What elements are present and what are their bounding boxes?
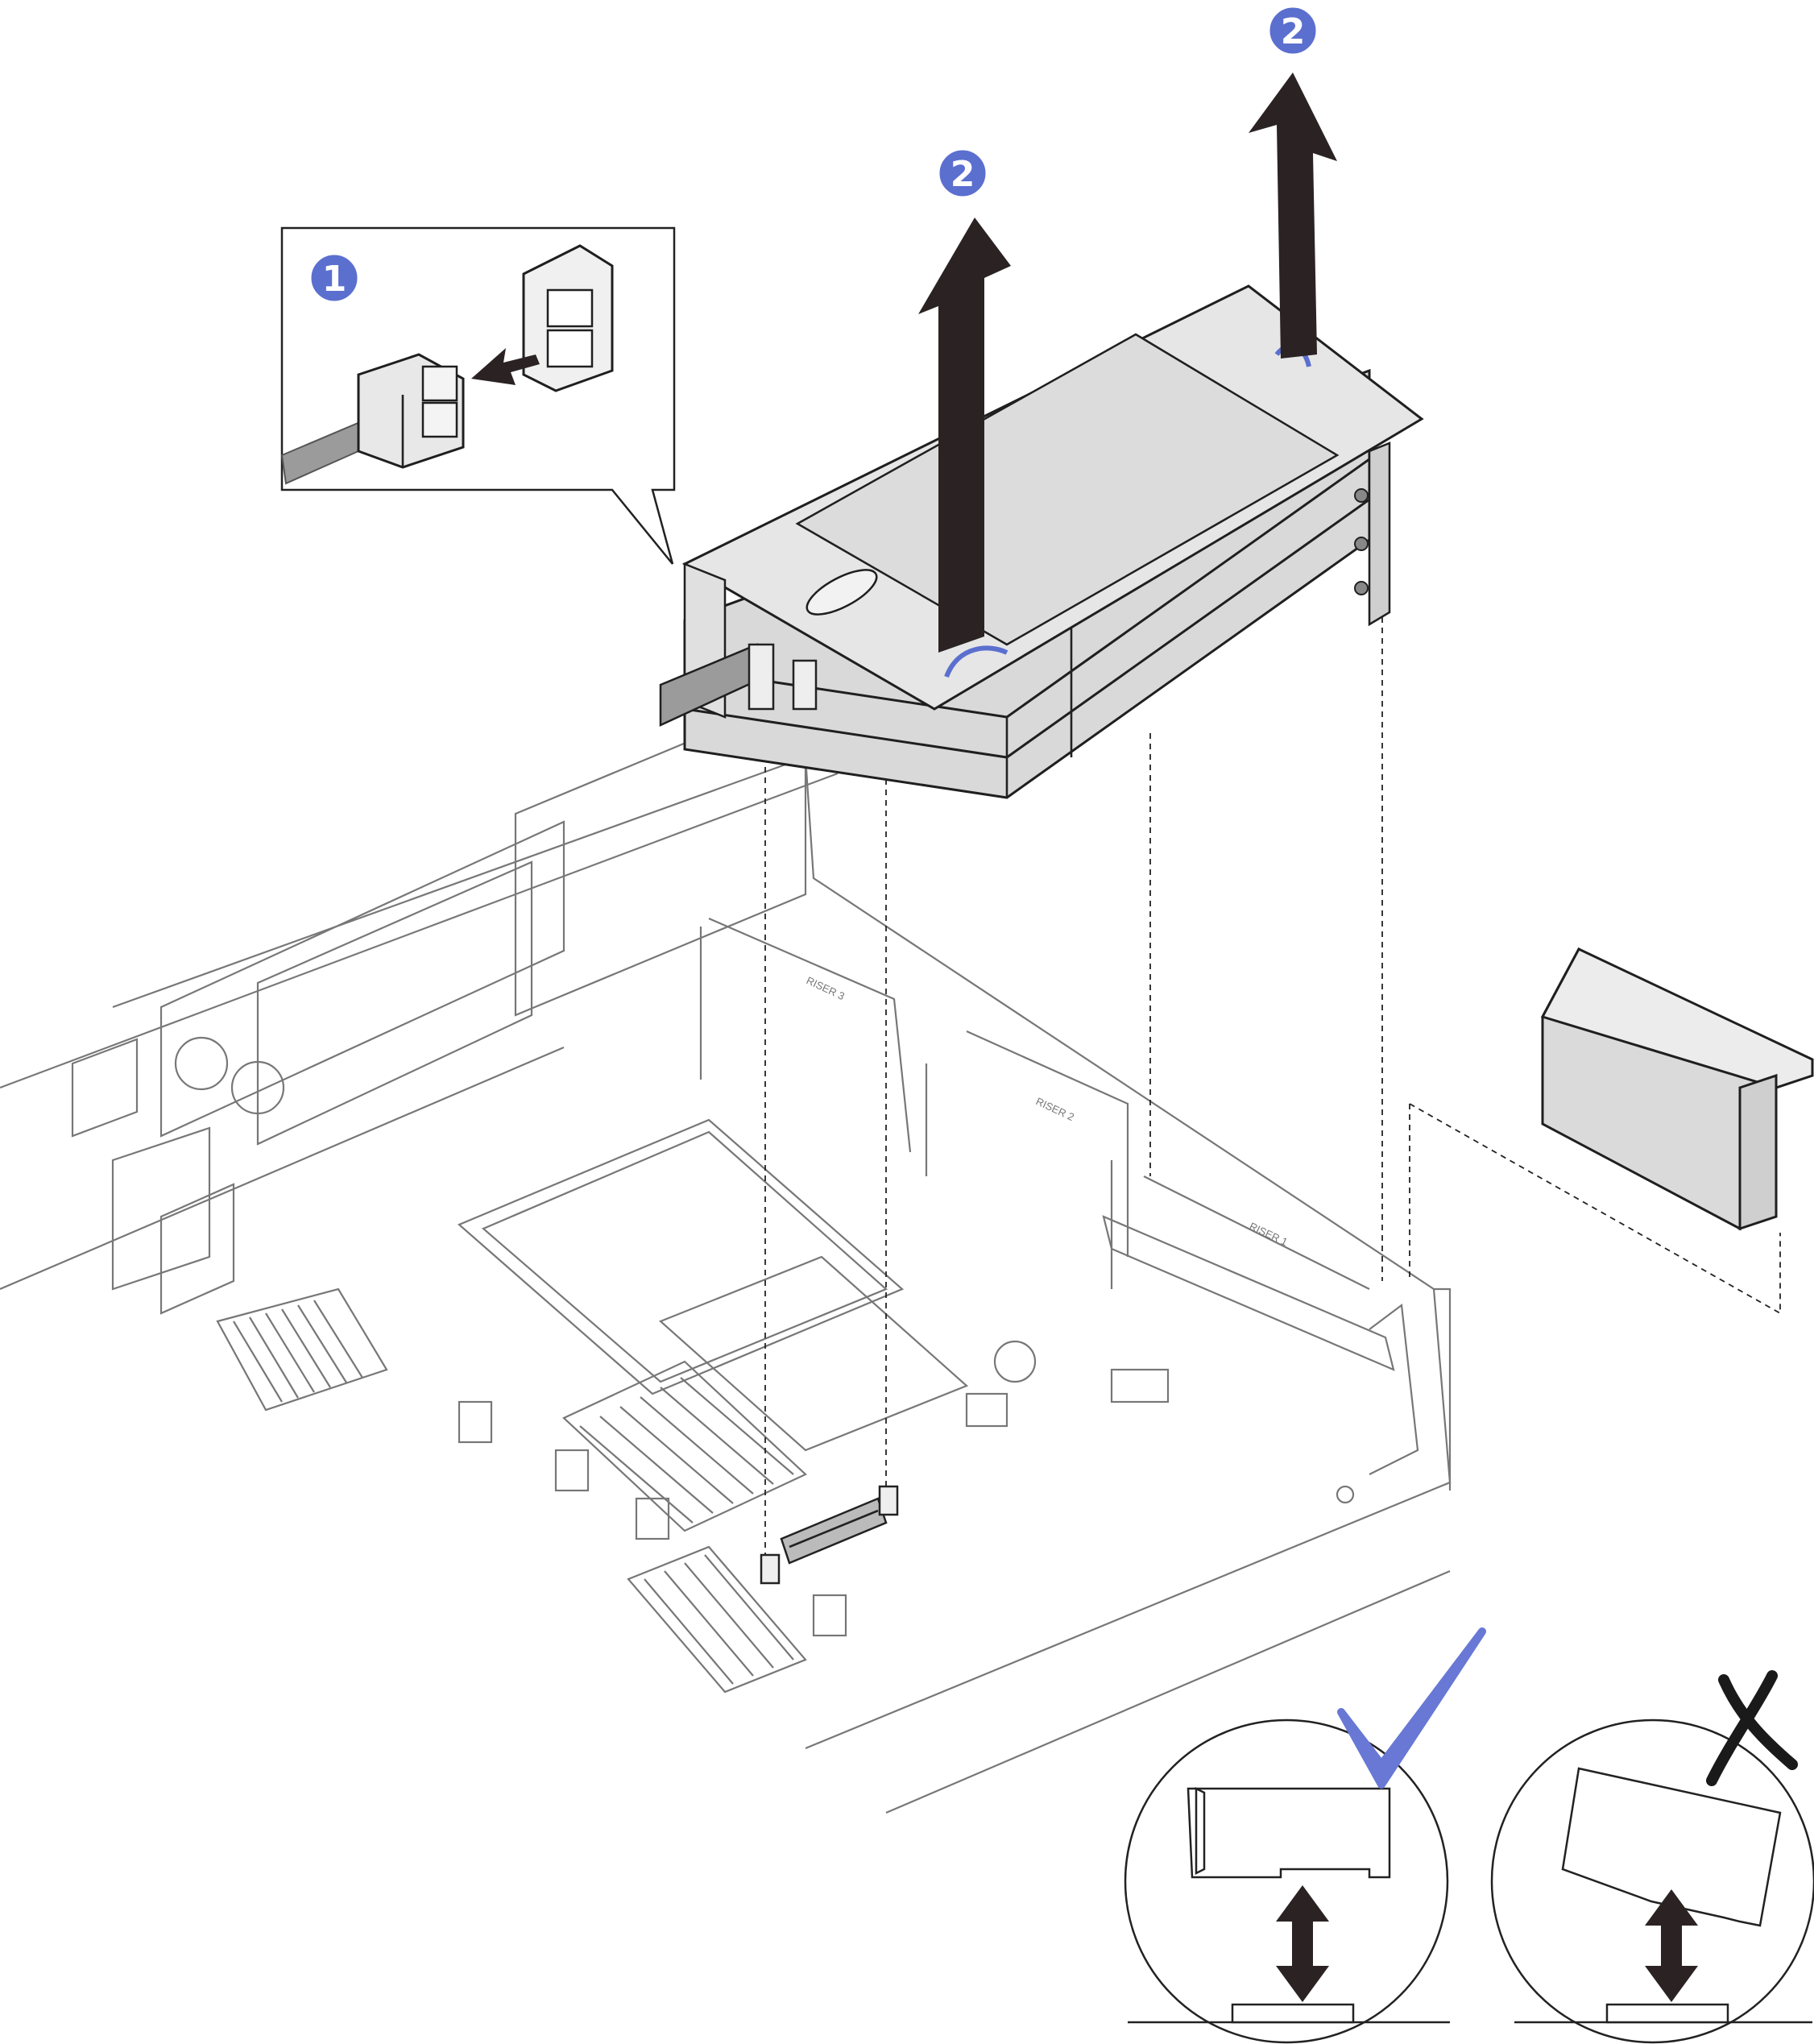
heatsink-left [216,1287,388,1412]
left-arrow-icon [471,348,540,385]
incorrect-insertion-inset [1490,1670,1814,2044]
step-2-callout-right: 2 [1267,5,1319,56]
svg-text:1: 1 [322,259,347,300]
double-arrow-icon [1645,1889,1698,2002]
riser-slot-connector [760,1485,899,1585]
step-1-callout: 1 [309,252,360,304]
cross-mark-icon [1706,1670,1798,1786]
step-2-callout-left: 2 [937,147,988,199]
correct-insertion-inset [1124,1627,1486,2044]
server-chassis: RISER 3 RISER 2 RISER 1 [0,691,1452,1814]
heatsink-cpu [562,1360,807,1532]
riser-3-label: RISER 3 [805,974,847,1002]
riser-filler-bracket [1540,947,1814,1231]
heatsink-bottom [627,1545,807,1694]
check-mark-icon [1337,1627,1486,1789]
up-arrow-icon [918,218,1011,653]
lift-arrow-left [918,218,1011,653]
svg-text:2: 2 [950,154,975,195]
lift-arrow-right [1249,73,1337,359]
alignment-guides [764,596,1781,1555]
svg-text:2: 2 [1281,11,1306,52]
riser-assembly [659,284,1424,799]
up-arrow-icon [1249,73,1337,359]
riser-1-label: RISER 1 [1248,1220,1290,1248]
double-arrow-icon [1276,1885,1329,2002]
riser-2-label: RISER 2 [1034,1095,1076,1123]
cable-disconnect-inset [280,226,676,565]
